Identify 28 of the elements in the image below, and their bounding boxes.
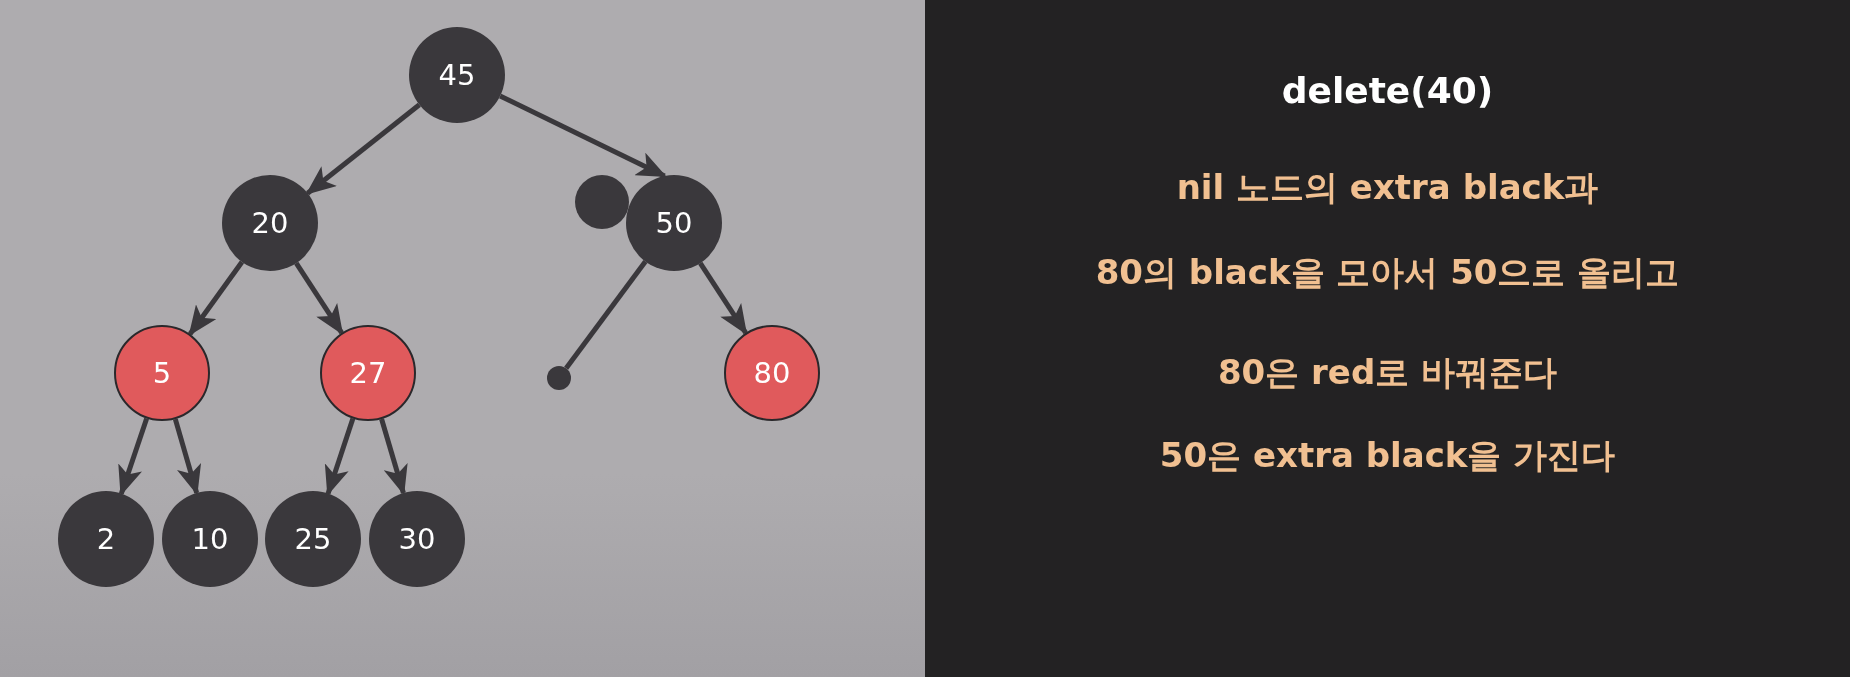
arrow — [499, 93, 667, 179]
node-value: 45 — [438, 58, 476, 92]
explanation-text: 80의 black을 모아서 50으로 올리고 — [1095, 251, 1680, 294]
arrow — [188, 260, 244, 337]
node-value: 30 — [398, 522, 436, 556]
title: delete(40) — [1281, 70, 1494, 111]
arrow — [379, 418, 408, 496]
arrow — [698, 261, 748, 335]
node-value: 10 — [191, 522, 229, 556]
node-value: 50 — [655, 206, 693, 240]
arrow — [324, 417, 356, 496]
node-value: 2 — [96, 522, 116, 556]
explanation-text: 50은 extra black을 가진다 — [1159, 434, 1616, 477]
node-value: 25 — [294, 522, 332, 556]
arrow — [118, 417, 150, 496]
explanation-text: nil 노드의 extra black과 — [1176, 166, 1599, 209]
explanation-text: 80은 red로 바꿔준다 — [1217, 351, 1558, 394]
arrow — [294, 261, 344, 335]
node-value: 20 — [251, 206, 289, 240]
arrow — [305, 102, 421, 196]
circle-marker — [547, 366, 571, 390]
node-value: 5 — [152, 356, 172, 390]
connector-line — [564, 260, 648, 370]
tree-node — [626, 175, 722, 271]
node-value: 27 — [349, 356, 387, 390]
circle-marker — [575, 175, 629, 229]
arrow — [172, 418, 202, 496]
node-value: 80 — [753, 356, 791, 390]
